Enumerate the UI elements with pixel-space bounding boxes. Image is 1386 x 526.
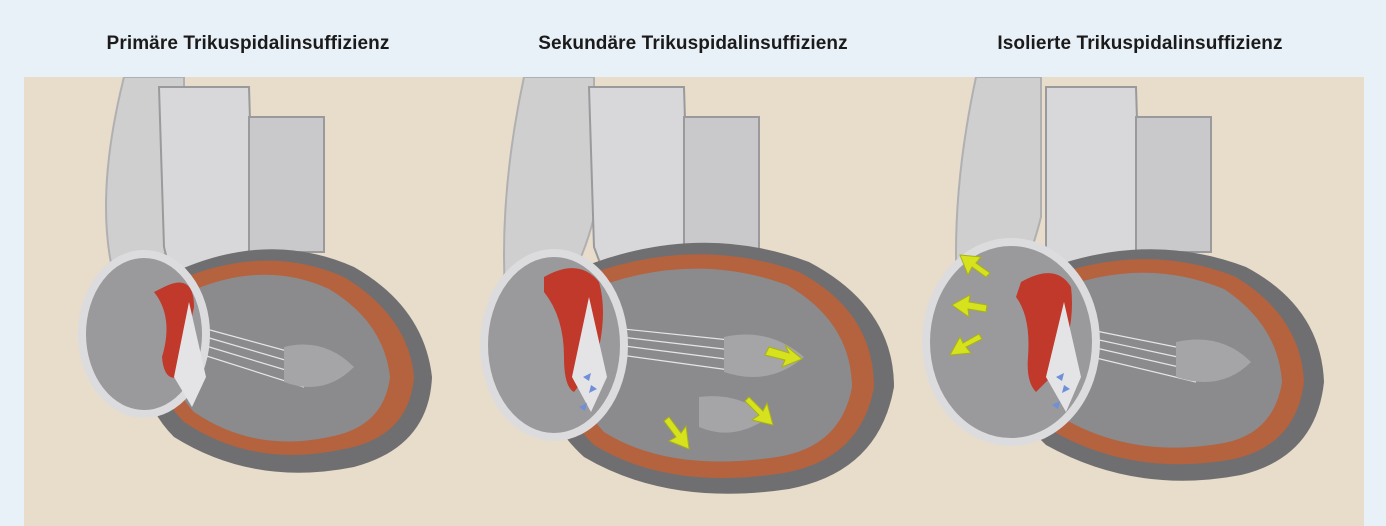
panel-primary: Primäre Trikuspidalinsuffizienz [24,0,472,526]
heart-illustration-isolated [916,77,1364,526]
panel-secondary: Sekundäre Trikuspidalinsuffizienz [469,0,917,526]
panel-title-primary: Primäre Trikuspidalinsuffizienz [24,33,472,55]
aorta [1136,117,1211,252]
heart-illustration-primary [24,77,472,526]
heart-drawing-isolated [916,77,1364,526]
panel-title-secondary: Sekundäre Trikuspidalinsuffizienz [469,33,917,55]
panel-title-isolated: Isolierte Trikuspidalinsuffizienz [916,33,1364,55]
heart-drawing-secondary [469,77,917,526]
heart-illustration-secondary [469,77,917,526]
aorta [684,117,759,252]
aorta [249,117,324,252]
panel-isolated: Isolierte Trikuspidalinsuffizienz [916,0,1364,526]
heart-drawing-primary [24,77,472,526]
